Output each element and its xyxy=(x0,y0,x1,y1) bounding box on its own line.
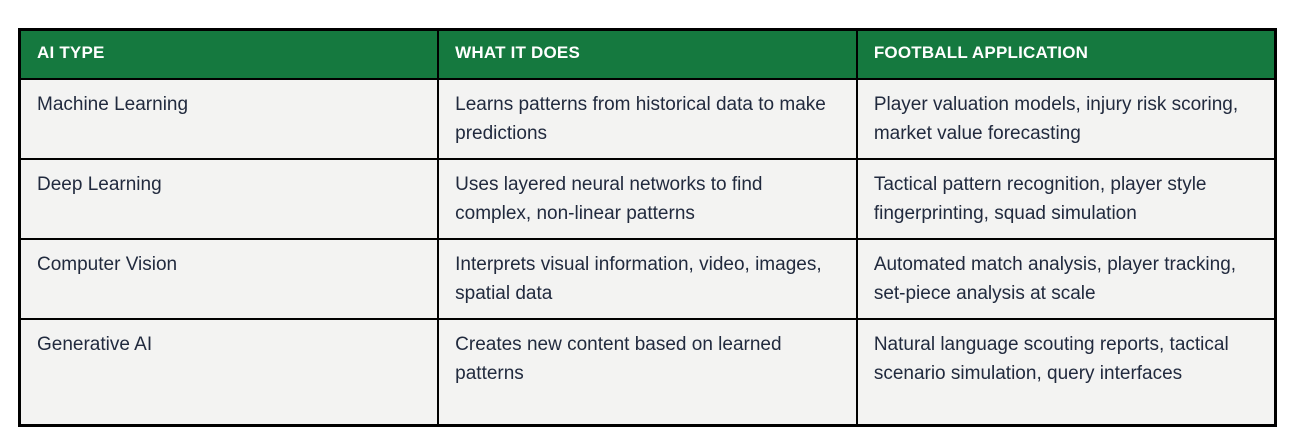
cell-ai-type: Deep Learning xyxy=(18,157,440,240)
ai-types-table: AI TYPE WHAT IT DOES FOOTBALL APPLICATIO… xyxy=(18,28,1277,427)
column-header-football-application: FOOTBALL APPLICATION xyxy=(855,28,1277,80)
table-row: Machine Learning Learns patterns from hi… xyxy=(18,77,1277,160)
cell-ai-type: Machine Learning xyxy=(18,77,440,160)
header-row: AI TYPE WHAT IT DOES FOOTBALL APPLICATIO… xyxy=(18,28,1277,80)
cell-what-it-does: Uses layered neural networks to find com… xyxy=(437,157,858,240)
table-header: AI TYPE WHAT IT DOES FOOTBALL APPLICATIO… xyxy=(18,28,1277,80)
cell-what-it-does: Learns patterns from historical data to … xyxy=(437,77,858,160)
table-body: Machine Learning Learns patterns from hi… xyxy=(18,77,1277,427)
table-row: Generative AI Creates new content based … xyxy=(18,317,1277,427)
column-header-ai-type: AI TYPE xyxy=(18,28,440,80)
cell-football-application: Automated match analysis, player trackin… xyxy=(855,237,1277,320)
cell-ai-type: Computer Vision xyxy=(18,237,440,320)
column-header-what-it-does: WHAT IT DOES xyxy=(437,28,858,80)
cell-ai-type: Generative AI xyxy=(18,317,440,427)
table-row: Computer Vision Interprets visual inform… xyxy=(18,237,1277,320)
cell-football-application: Player valuation models, injury risk sco… xyxy=(855,77,1277,160)
cell-what-it-does: Creates new content based on learned pat… xyxy=(437,317,858,427)
cell-what-it-does: Interprets visual information, video, im… xyxy=(437,237,858,320)
cell-football-application: Tactical pattern recognition, player sty… xyxy=(855,157,1277,240)
table-row: Deep Learning Uses layered neural networ… xyxy=(18,157,1277,240)
cell-football-application: Natural language scouting reports, tacti… xyxy=(855,317,1277,427)
